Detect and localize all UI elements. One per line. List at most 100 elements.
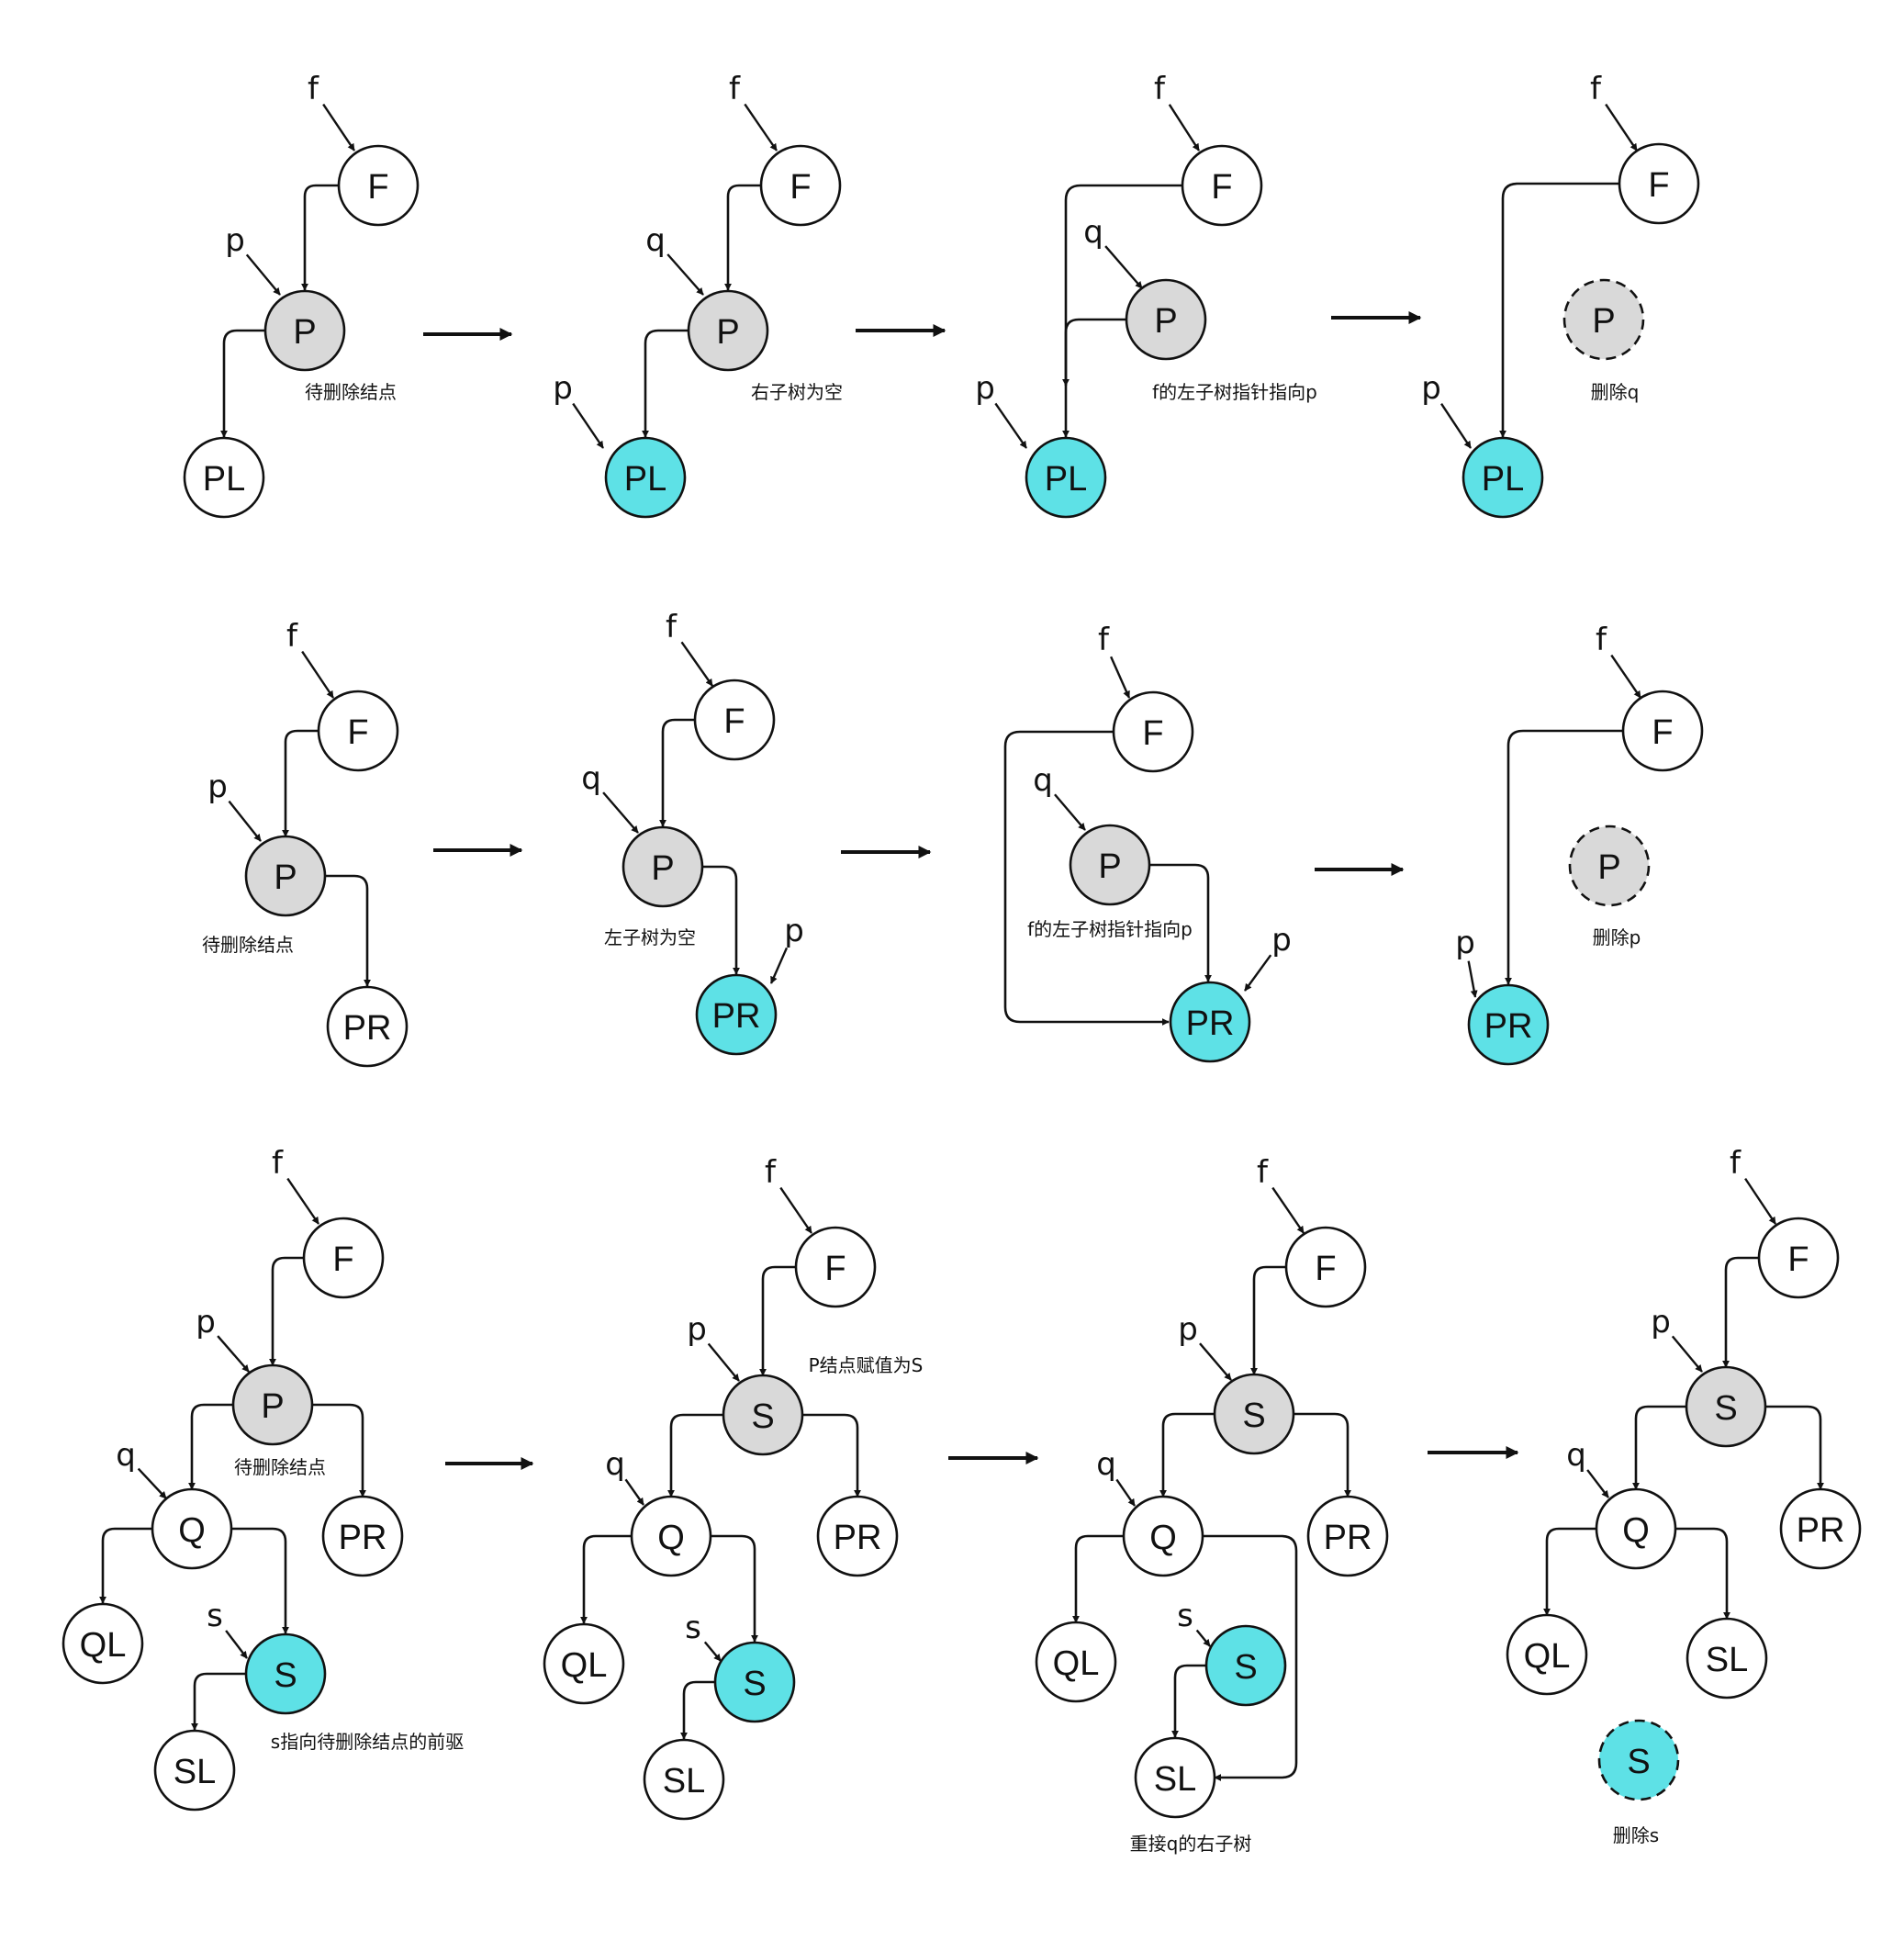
- node-label: Q: [1149, 1519, 1177, 1557]
- pointer-f-label: f: [729, 71, 741, 107]
- tree-edge: [312, 1403, 366, 1498]
- tree-edge: [1675, 1527, 1730, 1620]
- node-label: P: [293, 313, 316, 352]
- node-circle: [1112, 690, 1194, 773]
- node-label: F: [824, 1250, 846, 1288]
- node-pr: PR: [695, 973, 778, 1056]
- node-circle: [1122, 1495, 1204, 1577]
- node-circle: [62, 1602, 144, 1685]
- node-label: F: [347, 713, 368, 752]
- node-pr: PR: [321, 1495, 404, 1577]
- pointer-q-label: q: [605, 1446, 625, 1483]
- node-pl: PL: [183, 436, 265, 519]
- tree-edge: [301, 184, 340, 291]
- node-label: PR: [1797, 1511, 1845, 1550]
- node-label: P: [1154, 302, 1177, 341]
- tree-edge: [231, 1527, 289, 1634]
- node-circle: [244, 835, 327, 917]
- node-circle: [643, 1738, 725, 1821]
- node-q: Q: [630, 1495, 712, 1577]
- node-label: F: [790, 168, 811, 207]
- tree-edge: [1003, 730, 1170, 1026]
- panel-caption: f的左子树指针指向p: [1027, 918, 1193, 940]
- tree-edge: [1072, 1534, 1124, 1623]
- tree-edge: [191, 1672, 246, 1731]
- tree-edge: [1149, 863, 1212, 982]
- tree-edge: [1062, 184, 1183, 438]
- pointer-p-arrow: [1199, 1342, 1232, 1381]
- node-circle: [1462, 436, 1544, 519]
- node-ql: QL: [1506, 1613, 1588, 1696]
- node-ql: QL: [543, 1622, 625, 1705]
- node-label: S: [751, 1397, 774, 1436]
- panel-caption: 待删除结点: [305, 381, 397, 403]
- node-f: F: [794, 1226, 877, 1308]
- node-circle: [630, 1495, 712, 1577]
- pointer-p-label: p: [1651, 1304, 1671, 1341]
- node-f: F: [1621, 690, 1704, 772]
- node-f: F: [337, 144, 420, 227]
- node-circle: [1284, 1226, 1367, 1308]
- pointer-p-arrow: [1671, 1335, 1703, 1373]
- node-circle: [1025, 436, 1107, 519]
- node-label: S: [1627, 1743, 1650, 1781]
- node-circle: [1467, 983, 1550, 1066]
- panel-caption: 右子树为空: [751, 381, 843, 403]
- node-label: QL: [561, 1646, 608, 1685]
- node-circle: [1204, 1624, 1287, 1707]
- node-label: P: [1597, 848, 1620, 887]
- node-circle: [604, 436, 687, 519]
- node-circle: [1686, 1617, 1768, 1700]
- node-circle: [1125, 278, 1207, 361]
- node-circle: [231, 1363, 314, 1446]
- node-label: P: [1592, 302, 1615, 341]
- pointer-q-label: q: [581, 760, 601, 797]
- node-s: S: [244, 1632, 327, 1715]
- node-p: S: [722, 1374, 804, 1456]
- pointer-q-label: q: [645, 222, 666, 259]
- node-label: F: [1211, 168, 1232, 207]
- pointer-q-arrow: [1115, 1478, 1136, 1507]
- pointer-p-arrow: [994, 402, 1027, 449]
- node-label: SL: [1154, 1760, 1196, 1799]
- node-q: Q: [1595, 1487, 1677, 1570]
- node-label: F: [723, 702, 745, 741]
- node-p: P: [263, 289, 346, 372]
- pointer-f-arrow: [779, 1186, 812, 1234]
- pointer-p-label: p: [1271, 922, 1292, 959]
- pointer-p-arrow: [769, 947, 789, 984]
- node-circle: [695, 973, 778, 1056]
- node-label: S: [274, 1656, 297, 1695]
- node-f: F: [1757, 1217, 1840, 1299]
- node-label: F: [1315, 1250, 1336, 1288]
- node-label: S: [1714, 1389, 1737, 1428]
- node-label: P: [261, 1387, 284, 1426]
- node-circle: [337, 144, 420, 227]
- node-circle: [1213, 1373, 1295, 1455]
- node-p: P: [1568, 825, 1651, 907]
- pointer-s-label: s: [1177, 1598, 1193, 1634]
- pointer-s-label: s: [685, 1610, 701, 1646]
- node-p: P: [1069, 824, 1151, 906]
- node-ql: QL: [1035, 1621, 1117, 1703]
- node-circle: [543, 1622, 625, 1705]
- node-circle: [722, 1374, 804, 1456]
- node-label: P: [1098, 847, 1121, 886]
- node-s: S: [1597, 1719, 1680, 1801]
- tree-edge: [269, 1256, 305, 1366]
- node-circle: [321, 1495, 404, 1577]
- tree-edge: [282, 729, 319, 837]
- pointer-f-label: f: [1257, 1154, 1269, 1191]
- pointer-f-label: f: [286, 618, 298, 655]
- node-p: S: [1213, 1373, 1295, 1455]
- node-label: P: [651, 849, 674, 888]
- pointer-p-arrow: [1440, 403, 1473, 449]
- node-sl: SL: [1686, 1617, 1768, 1700]
- node-circle: [326, 985, 409, 1068]
- node-circle: [1621, 690, 1704, 772]
- node-circle: [1685, 1365, 1767, 1448]
- node-circle: [151, 1487, 233, 1570]
